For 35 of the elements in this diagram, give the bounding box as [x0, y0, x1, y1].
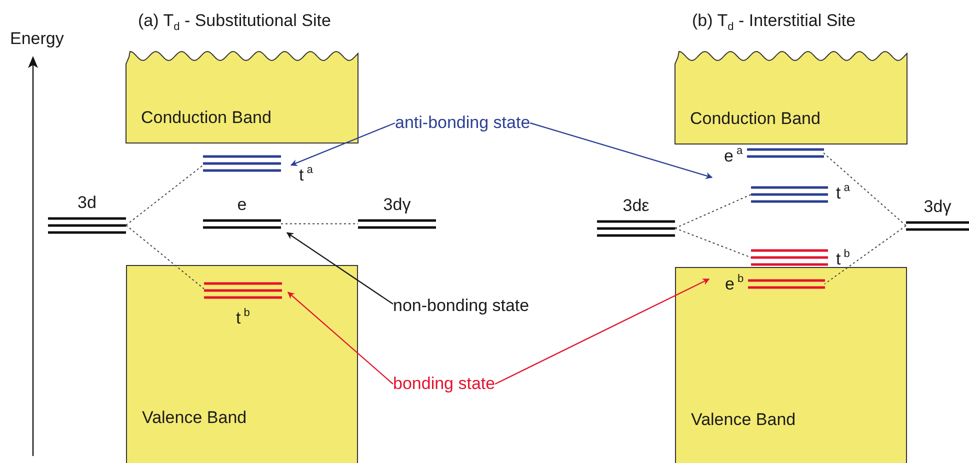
band-label: Conduction Band [141, 108, 272, 128]
state-label: anti-bonding state [395, 113, 530, 133]
arrow [290, 122, 396, 166]
band-label: Valence Band [691, 410, 796, 430]
level-label: 3d [78, 194, 96, 213]
state-label: bonding state [393, 374, 496, 394]
level-label: e [237, 196, 247, 215]
band-label: Valence Band [142, 408, 247, 428]
dotted-line [674, 194, 752, 229]
dotted-line [126, 164, 204, 226]
level-label: 3dγ [924, 198, 952, 217]
axis-label: Energy [10, 30, 64, 49]
dotted-line [824, 225, 906, 284]
level-label: t$^{a}$ [299, 164, 313, 186]
level-label: t$^{b}$ [836, 248, 850, 270]
level-label: 3dε [622, 197, 650, 216]
arrow [286, 232, 394, 304]
band-label: Conduction Band [690, 109, 820, 129]
dotted-line [126, 224, 204, 290]
state-label: non-bonding state [393, 296, 530, 316]
panel-title: (a) T$_{d}$ - Substitutional Site [138, 12, 331, 33]
valence-band [675, 267, 907, 463]
level-label: e$^{b}$ [725, 273, 744, 294]
level-label: t$^{a}$ [836, 182, 850, 204]
valence-band [126, 265, 358, 463]
arrow [530, 122, 713, 179]
dotted-line [823, 152, 906, 226]
dotted-line [280, 223, 358, 224]
level-label: e$^{a}$ [724, 145, 743, 166]
panel-title: (b) T$_{d}$ - Interstitial Site [692, 12, 856, 33]
dotted-line [674, 228, 752, 258]
level-label: t$^{b}$ [236, 307, 250, 328]
level-label: 3dγ [383, 196, 411, 215]
arrow [494, 278, 710, 385]
arrow [287, 292, 394, 384]
